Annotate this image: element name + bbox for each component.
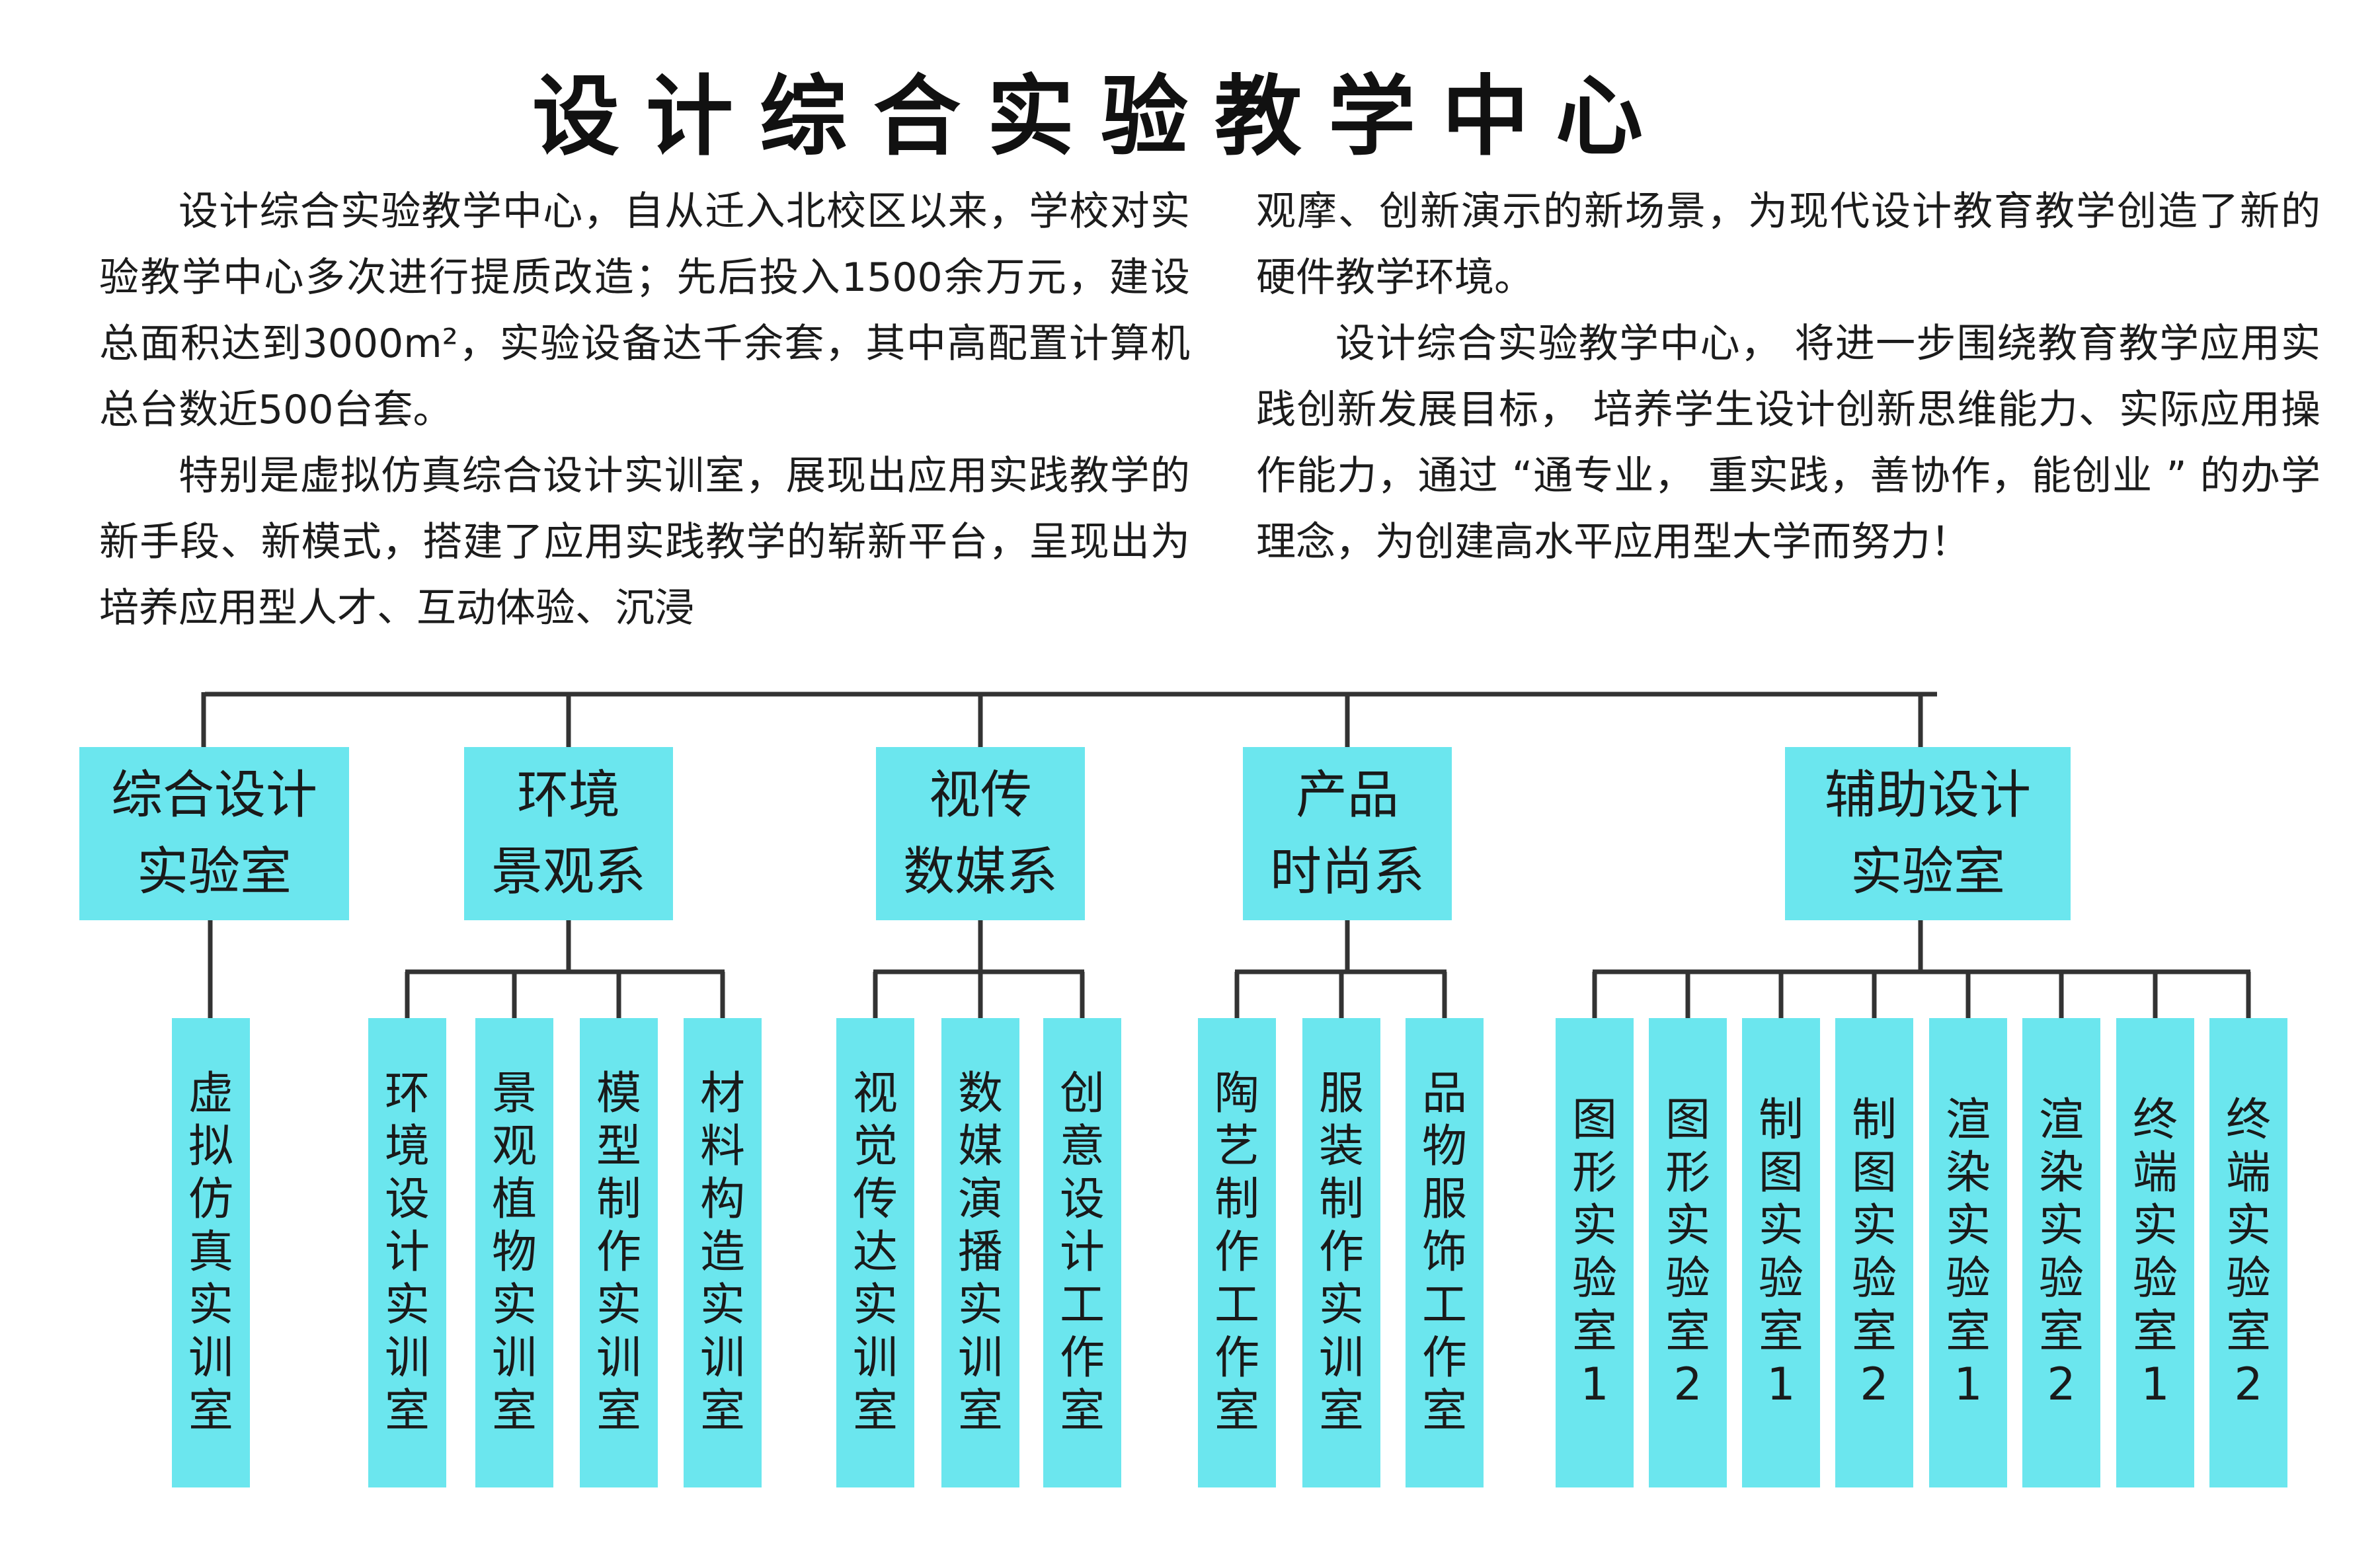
lab-name: 环境设计实训室: [384, 1068, 430, 1437]
department-name-line: 时尚系: [1269, 842, 1425, 902]
department-box: 产品时尚系: [1243, 747, 1452, 920]
department-name: 产品时尚系: [1270, 757, 1425, 910]
lab-box: 渲染实验室2: [2022, 1018, 2100, 1487]
lab-box: 制图实验室1: [1742, 1018, 1820, 1487]
lab-name: 品物服饰工作室: [1421, 1068, 1467, 1437]
page-title: 设计综合实验教学中心: [532, 66, 1669, 168]
lab-box: 模型制作实训室: [580, 1018, 658, 1487]
lab-box: 图形实验室1: [1556, 1018, 1634, 1487]
lab-name: 图形实验室2: [1665, 1094, 1710, 1411]
lab-name: 景观植物实训室: [491, 1068, 537, 1437]
department-name-line: 实验室: [1850, 842, 2005, 902]
department-name: 视传数媒系: [903, 757, 1058, 910]
lab-box: 视觉传达实训室: [836, 1018, 914, 1487]
lab-name: 终端实验室1: [2132, 1094, 2178, 1411]
department-box: 辅助设计实验室: [1785, 747, 2071, 920]
lab-box: 终端实验室2: [2209, 1018, 2287, 1487]
lab-name: 制图实验室1: [1758, 1094, 1804, 1411]
lab-name: 材料构造实训室: [699, 1068, 745, 1437]
department-name-line: 数媒系: [902, 842, 1058, 902]
lab-box: 图形实验室2: [1649, 1018, 1727, 1487]
department-name-line: 景观系: [491, 842, 646, 902]
lab-box: 品物服饰工作室: [1406, 1018, 1484, 1487]
intro-paragraph: 特别是虚拟仿真综合设计实训室，展现出应用实践教学的新手段、新模式，搭建了应用实践…: [99, 453, 1190, 631]
intro-right-column: 观摩、创新演示的新场景，为现代设计教育教学创造了新的硬件教学环境。 设计综合实验…: [1256, 178, 2320, 575]
lab-name: 图形实验室1: [1571, 1094, 1617, 1411]
lab-name: 渲染实验室2: [2038, 1094, 2084, 1411]
lab-box: 制图实验室2: [1835, 1018, 1913, 1487]
lab-name: 制图实验室2: [1851, 1094, 1897, 1411]
lab-box: 景观植物实训室: [475, 1018, 553, 1487]
lab-box: 虚拟仿真实训室: [172, 1018, 250, 1487]
lab-name: 视觉传达实训室: [852, 1068, 898, 1437]
lab-name: 服装制作实训室: [1318, 1068, 1364, 1437]
intro-paragraph: 设计综合实验教学中心， 将进一步围绕教育教学应用实践创新发展目标， 培养学生设计…: [1256, 321, 2320, 565]
lab-name: 模型制作实训室: [596, 1068, 641, 1437]
lab-name: 终端实验室2: [2225, 1094, 2271, 1411]
department-name: 综合设计实验室: [111, 757, 317, 910]
lab-name: 创意设计工作室: [1059, 1068, 1105, 1437]
lab-box: 环境设计实训室: [368, 1018, 446, 1487]
intro-paragraph: 设计综合实验教学中心，自从迁入北校区以来，学校对实验教学中心多次进行提质改造；先…: [99, 188, 1190, 433]
department-box: 环境景观系: [464, 747, 673, 920]
department-name-line: 产品: [1295, 766, 1399, 825]
lab-name: 数媒演播实训室: [957, 1068, 1003, 1437]
lab-box: 数媒演播实训室: [941, 1018, 1019, 1487]
lab-box: 陶艺制作工作室: [1198, 1018, 1276, 1487]
lab-box: 终端实验室1: [2116, 1018, 2194, 1487]
intro-paragraph: 观摩、创新演示的新场景，为现代设计教育教学创造了新的硬件教学环境。: [1256, 188, 2320, 301]
department-box: 综合设计实验室: [79, 747, 349, 920]
lab-name: 虚拟仿真实训室: [188, 1068, 233, 1437]
lab-box: 材料构造实训室: [684, 1018, 762, 1487]
department-name: 环境景观系: [491, 757, 646, 910]
lab-name: 陶艺制作工作室: [1214, 1068, 1259, 1437]
intro-left-column: 设计综合实验教学中心，自从迁入北校区以来，学校对实验教学中心多次进行提质改造；先…: [99, 178, 1190, 641]
department-name-line: 综合设计: [110, 766, 317, 825]
lab-box: 创意设计工作室: [1043, 1018, 1121, 1487]
department-name-line: 实验室: [136, 842, 292, 902]
department-name-line: 辅助设计: [1824, 766, 2031, 825]
department-name-line: 视传: [928, 766, 1032, 825]
lab-name: 渲染实验室1: [1945, 1094, 1991, 1411]
department-box: 视传数媒系: [876, 747, 1085, 920]
lab-box: 服装制作实训室: [1302, 1018, 1380, 1487]
department-name-line: 环境: [516, 766, 620, 825]
department-name: 辅助设计实验室: [1825, 757, 2031, 910]
lab-box: 渲染实验室1: [1929, 1018, 2007, 1487]
